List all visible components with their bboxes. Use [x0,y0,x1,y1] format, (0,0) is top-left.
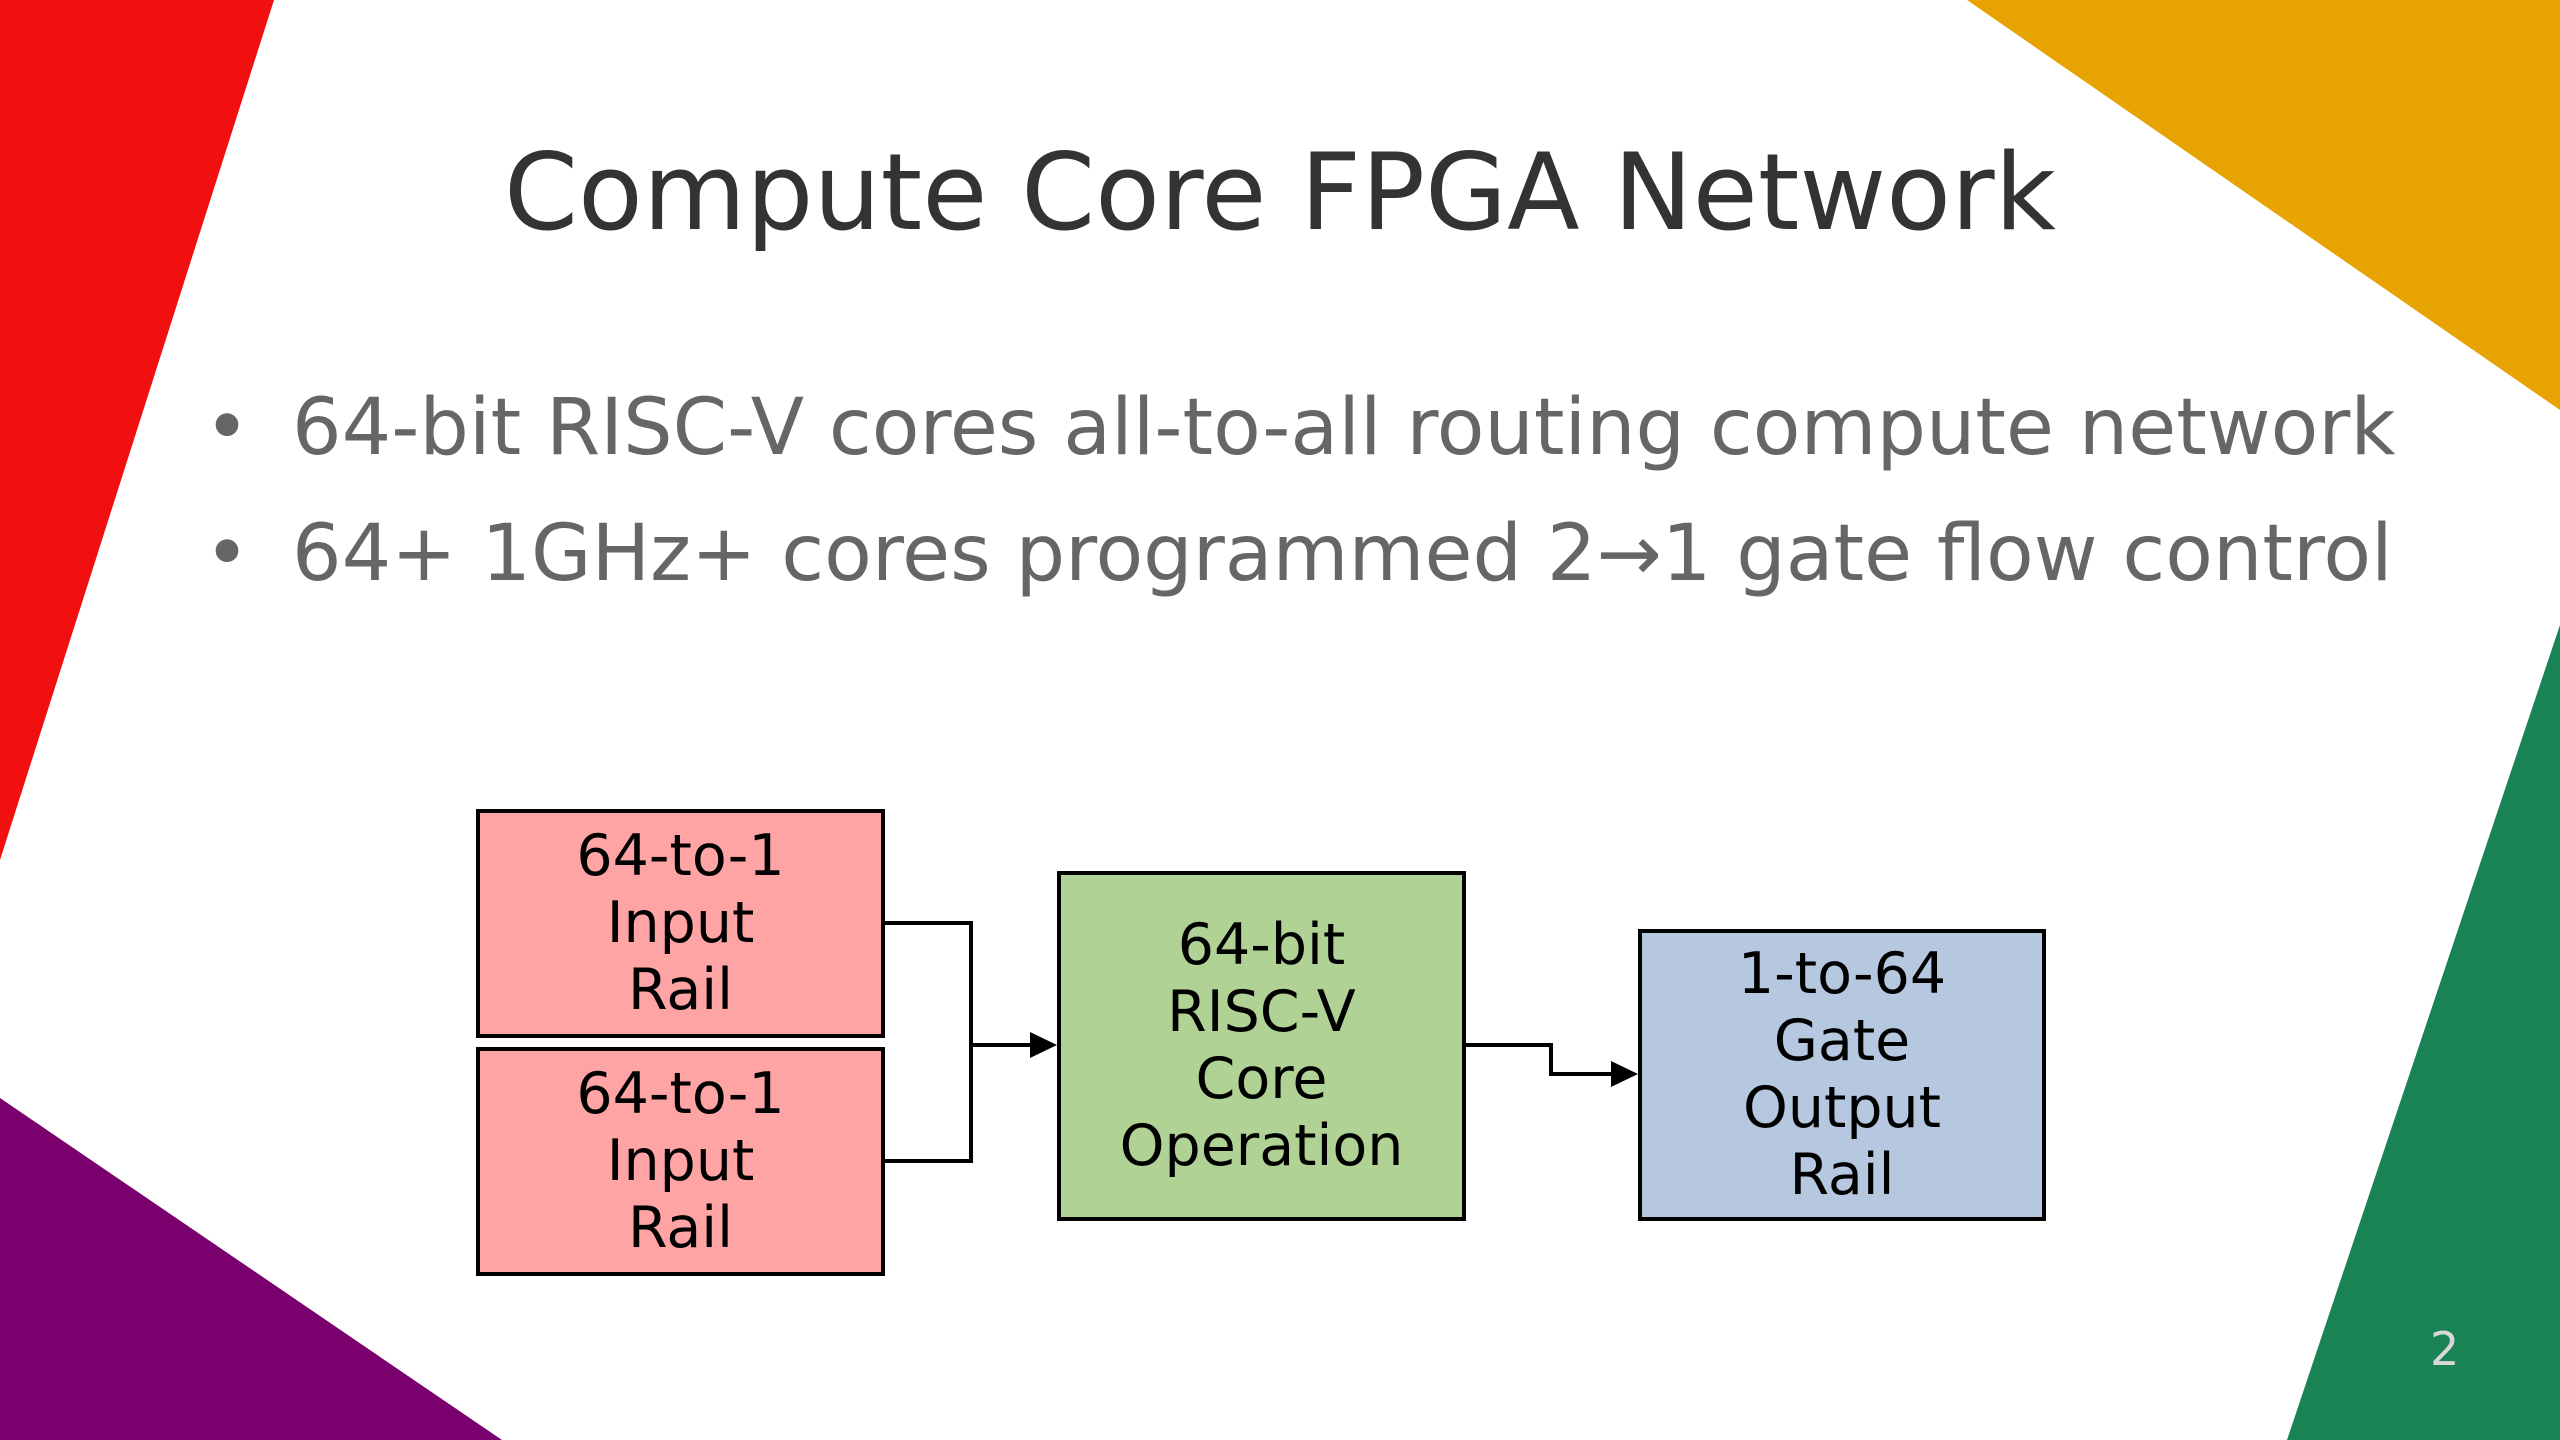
bullet-list: • 64-bit RISC-V cores all-to-all routing… [204,365,2396,617]
output-rail-box: 1-to-64 Gate Output Rail [1638,929,2046,1221]
edge-input-rail-1-to-merge [884,921,973,1045]
input-rail-box: 64-to-1 Input Rail [476,809,885,1038]
bullet-icon: • [204,383,251,473]
edge-core-to-output-rail [1465,1043,1611,1076]
bullet-icon: • [204,509,251,599]
bullet-item: • 64+ 1GHz+ cores programmed 2→1 gate fl… [204,491,2396,617]
page-number: 2 [2430,1322,2460,1376]
slide-title: Compute Core FPGA Network [504,131,2056,254]
bullet-text: 64+ 1GHz+ cores programmed 2→1 gate flow… [292,509,2393,599]
edge-input-rail-2-to-merge [884,1045,973,1163]
input-rail-box: 64-to-1 Input Rail [476,1047,885,1276]
orange-corner-shape [1967,0,2560,410]
green-corner-shape [2287,625,2560,1440]
arrow-head-icon [1611,1061,1638,1087]
node-label: 1-to-64 Gate Output Rail [1737,941,1947,1208]
node-label: 64-to-1 Input Rail [576,823,785,1023]
bullet-item: • 64-bit RISC-V cores all-to-all routing… [204,365,2396,491]
purple-corner-shape [0,1098,502,1440]
node-label: 64-to-1 Input Rail [576,1061,785,1261]
red-corner-shape [0,0,274,860]
node-label: 64-bit RISC-V Core Operation [1119,912,1404,1179]
arrow-head-icon [1030,1032,1057,1058]
core-operation-box: 64-bit RISC-V Core Operation [1057,871,1466,1221]
bullet-text: 64-bit RISC-V cores all-to-all routing c… [292,383,2396,473]
